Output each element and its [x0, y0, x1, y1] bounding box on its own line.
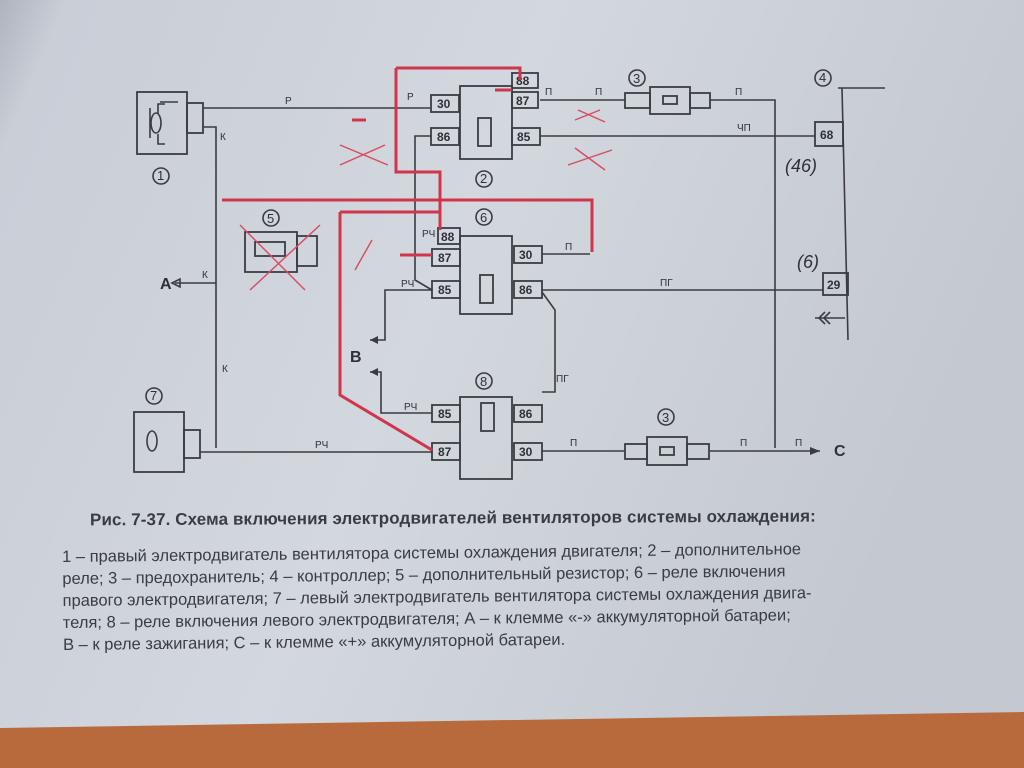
component-number-3: 3 — [633, 71, 640, 86]
motor-right: 1 — [136, 91, 365, 198]
wire-label: РЧ — [422, 229, 435, 240]
component-number-3: 3 — [662, 410, 669, 425]
component-number-4: 4 — [819, 70, 826, 85]
handwritten-6: (6) — [797, 252, 819, 272]
extra-relay: 30 86 85 88 87 2 — [365, 72, 541, 188]
pin-86: 86 — [519, 283, 533, 297]
wire-label: ЧП — [737, 123, 751, 134]
component-number-5: 5 — [267, 211, 274, 226]
caption-legend: 1 – правый электродвигатель вентилятора … — [62, 536, 993, 656]
wire-label: К — [202, 270, 208, 281]
component-number-8: 8 — [480, 374, 487, 389]
component-number-1: 1 — [157, 168, 164, 183]
pin-85: 85 — [438, 407, 452, 421]
pin-87: 87 — [438, 251, 452, 265]
pin-88: 88 — [441, 230, 455, 244]
component-number-2: 2 — [480, 171, 487, 186]
pin-88: 88 — [516, 74, 530, 88]
wire-label: П — [740, 438, 747, 449]
component-number-6: 6 — [480, 210, 487, 225]
pin-30: 30 — [519, 248, 533, 262]
wire-label: П — [735, 87, 742, 98]
controller: 68 29 4 — [814, 69, 885, 341]
wire-label: П — [545, 87, 552, 98]
pin-86: 86 — [437, 130, 451, 144]
wire-label: РЧ — [401, 279, 414, 290]
component-number-7: 7 — [150, 388, 157, 403]
wire-label: П — [570, 438, 577, 449]
resistor: 5 — [244, 209, 318, 273]
motor-left: 7 — [133, 387, 201, 473]
wire-label: Р — [407, 92, 414, 103]
pin-85: 85 — [438, 283, 452, 297]
terminal-c: C — [834, 443, 846, 460]
pin-30: 30 — [437, 97, 451, 111]
wire-label: К — [220, 132, 226, 143]
pin-29: 29 — [827, 278, 841, 292]
fuse-bottom: 3 — [624, 408, 710, 466]
wire-label: ПГ — [660, 278, 673, 289]
wire-label: П — [795, 438, 802, 449]
pin-87: 87 — [438, 445, 452, 459]
wire-label: РЧ — [404, 402, 417, 413]
wire-label: ПГ — [556, 374, 569, 385]
wire-label: К — [222, 364, 228, 375]
pin-68: 68 — [820, 128, 834, 142]
pin-87: 87 — [516, 94, 530, 108]
red-marker-annotations — [222, 66, 613, 452]
caption-title: Рис. 7-37. Схема включения электродвигат… — [89, 506, 816, 530]
wire-label: П — [595, 87, 602, 98]
handwritten-46: (46) — [785, 156, 817, 176]
fuse-top: 3 — [624, 69, 711, 115]
wire-label: РЧ — [315, 440, 328, 451]
pin-86: 86 — [519, 407, 533, 421]
terminal-b: B — [350, 349, 362, 366]
wire-label: П — [565, 242, 572, 253]
pin-85: 85 — [517, 130, 531, 144]
terminal-a: A — [160, 276, 172, 293]
figure-caption: Рис. 7-37. Схема включения электродвигат… — [62, 506, 993, 656]
pin-30: 30 — [519, 445, 533, 459]
wire-label: Р — [285, 96, 292, 107]
